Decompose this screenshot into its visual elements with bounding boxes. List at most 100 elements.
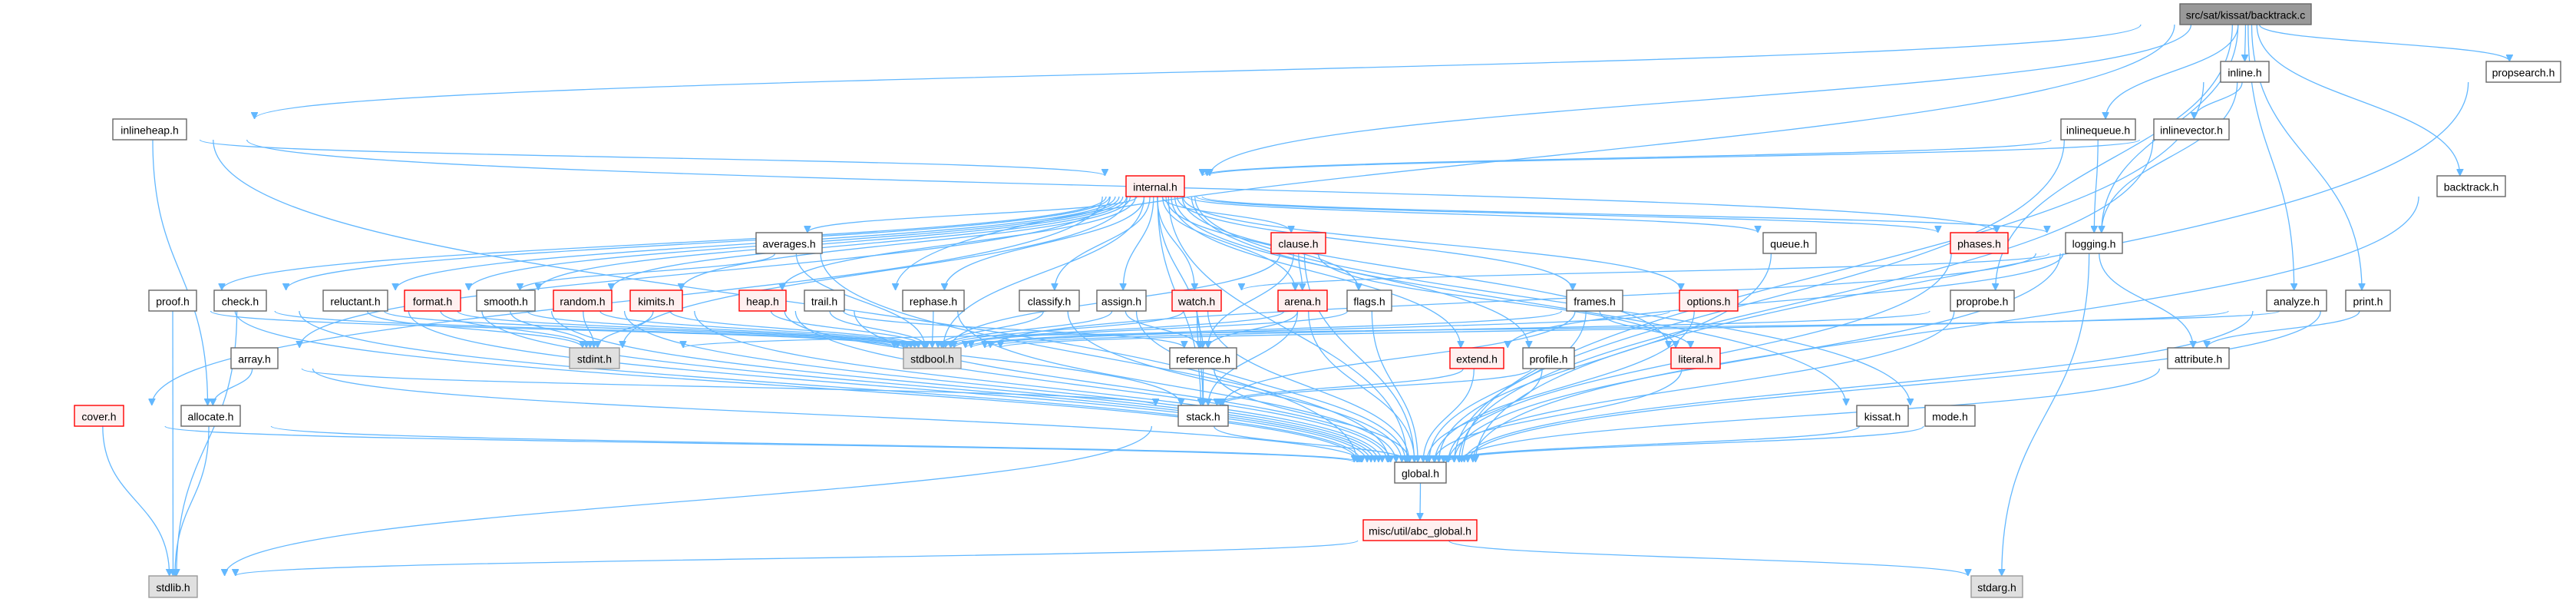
node-box[interactable] xyxy=(476,289,536,312)
node-box[interactable] xyxy=(1950,289,2015,312)
node-allocate[interactable]: allocate.h xyxy=(180,405,241,427)
node-random[interactable]: random.h xyxy=(553,289,613,312)
node-mode[interactable]: mode.h xyxy=(1924,405,1976,427)
node-backtrackh[interactable]: backtrack.h xyxy=(2436,175,2506,197)
node-root[interactable]: src/sat/kissat/backtrack.c xyxy=(2179,3,2312,25)
node-reluctant[interactable]: reluctant.h xyxy=(322,289,388,312)
node-stdlib[interactable]: stdlib.h xyxy=(148,575,198,598)
node-clause[interactable]: clause.h xyxy=(1270,232,1326,254)
node-global[interactable]: global.h xyxy=(1394,461,1447,484)
node-box[interactable] xyxy=(1270,232,1326,254)
node-extend[interactable]: extend.h xyxy=(1449,347,1504,369)
node-box[interactable] xyxy=(1856,405,1909,427)
node-inline[interactable]: inline.h xyxy=(2220,61,2270,83)
node-box[interactable] xyxy=(148,289,197,312)
node-box[interactable] xyxy=(1522,347,1575,369)
node-attribute[interactable]: attribute.h xyxy=(2167,347,2230,369)
node-box[interactable] xyxy=(1679,289,1739,312)
node-box[interactable] xyxy=(755,232,823,254)
node-box[interactable] xyxy=(180,405,241,427)
node-frames[interactable]: frames.h xyxy=(1566,289,1623,312)
node-box[interactable] xyxy=(1970,575,2023,598)
node-kissat[interactable]: kissat.h xyxy=(1856,405,1909,427)
node-box[interactable] xyxy=(2179,3,2312,25)
node-box[interactable] xyxy=(1362,519,1478,541)
node-cover[interactable]: cover.h xyxy=(74,405,124,427)
node-box[interactable] xyxy=(2436,175,2506,197)
node-box[interactable] xyxy=(804,289,845,312)
node-queue[interactable]: queue.h xyxy=(1762,232,1817,254)
node-reference[interactable]: reference.h xyxy=(1169,347,1237,369)
node-inlineheap[interactable]: inlineheap.h xyxy=(112,118,187,141)
node-box[interactable] xyxy=(1125,175,1185,197)
node-heap[interactable]: heap.h xyxy=(738,289,787,312)
node-logging[interactable]: logging.h xyxy=(2065,232,2123,254)
node-box[interactable] xyxy=(1277,289,1328,312)
node-trail[interactable]: trail.h xyxy=(804,289,845,312)
node-box[interactable] xyxy=(1169,347,1237,369)
node-inlinequeue[interactable]: inlinequeue.h xyxy=(2060,118,2136,141)
node-profile[interactable]: profile.h xyxy=(1522,347,1575,369)
node-box[interactable] xyxy=(2345,289,2391,312)
node-inlinevector[interactable]: inlinevector.h xyxy=(2153,118,2230,141)
node-stack[interactable]: stack.h xyxy=(1177,405,1229,427)
node-box[interactable] xyxy=(230,347,279,369)
node-box[interactable] xyxy=(2485,61,2561,83)
node-box[interactable] xyxy=(1171,289,1222,312)
node-literal[interactable]: literal.h xyxy=(1670,347,1721,369)
node-box[interactable] xyxy=(2266,289,2327,312)
node-phases[interactable]: phases.h xyxy=(1950,232,2009,254)
node-abc_global[interactable]: misc/util/abc_global.h xyxy=(1362,519,1478,541)
node-smooth[interactable]: smooth.h xyxy=(476,289,536,312)
node-box[interactable] xyxy=(1346,289,1392,312)
node-stdarg[interactable]: stdarg.h xyxy=(1970,575,2023,598)
node-box[interactable] xyxy=(148,575,198,598)
node-classify[interactable]: classify.h xyxy=(1019,289,1080,312)
node-box[interactable] xyxy=(629,289,683,312)
node-arena[interactable]: arena.h xyxy=(1277,289,1328,312)
node-box[interactable] xyxy=(2167,347,2230,369)
node-box[interactable] xyxy=(322,289,388,312)
node-propsearch[interactable]: propsearch.h xyxy=(2485,61,2561,83)
node-kimits[interactable]: kimits.h xyxy=(629,289,683,312)
node-options[interactable]: options.h xyxy=(1679,289,1739,312)
node-averages[interactable]: averages.h xyxy=(755,232,823,254)
node-box[interactable] xyxy=(738,289,787,312)
node-box[interactable] xyxy=(213,289,267,312)
node-box[interactable] xyxy=(1449,347,1504,369)
node-box[interactable] xyxy=(569,347,620,369)
node-box[interactable] xyxy=(1950,232,2009,254)
node-stdint[interactable]: stdint.h xyxy=(569,347,620,369)
node-proof[interactable]: proof.h xyxy=(148,289,197,312)
node-box[interactable] xyxy=(112,118,187,141)
node-box[interactable] xyxy=(1019,289,1080,312)
node-box[interactable] xyxy=(1394,461,1447,484)
node-analyze[interactable]: analyze.h xyxy=(2266,289,2327,312)
node-box[interactable] xyxy=(1096,289,1147,312)
node-box[interactable] xyxy=(2220,61,2270,83)
node-box[interactable] xyxy=(1762,232,1817,254)
node-watch[interactable]: watch.h xyxy=(1171,289,1222,312)
node-rephase[interactable]: rephase.h xyxy=(902,289,965,312)
node-box[interactable] xyxy=(903,347,962,369)
node-format[interactable]: format.h xyxy=(404,289,461,312)
node-box[interactable] xyxy=(404,289,461,312)
node-box[interactable] xyxy=(2153,118,2230,141)
node-array[interactable]: array.h xyxy=(230,347,279,369)
node-assign[interactable]: assign.h xyxy=(1096,289,1147,312)
node-box[interactable] xyxy=(553,289,613,312)
node-flags[interactable]: flags.h xyxy=(1346,289,1392,312)
node-box[interactable] xyxy=(902,289,965,312)
node-box[interactable] xyxy=(1924,405,1976,427)
node-internal[interactable]: internal.h xyxy=(1125,175,1185,197)
node-stdbool[interactable]: stdbool.h xyxy=(903,347,962,369)
node-proprobe[interactable]: proprobe.h xyxy=(1950,289,2015,312)
node-box[interactable] xyxy=(74,405,124,427)
node-box[interactable] xyxy=(1177,405,1229,427)
node-print[interactable]: print.h xyxy=(2345,289,2391,312)
node-box[interactable] xyxy=(1566,289,1623,312)
node-box[interactable] xyxy=(1670,347,1721,369)
node-box[interactable] xyxy=(2060,118,2136,141)
node-check[interactable]: check.h xyxy=(213,289,267,312)
node-box[interactable] xyxy=(2065,232,2123,254)
